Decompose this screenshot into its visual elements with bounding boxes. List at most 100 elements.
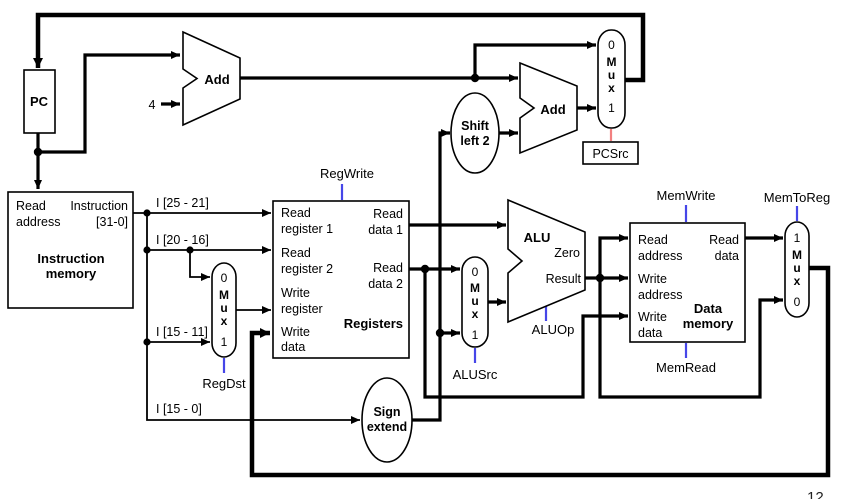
reg-read-data-2: Read: [373, 261, 403, 275]
junction-dot: [143, 338, 151, 346]
reg-read-data-1: data 1: [368, 223, 403, 237]
adder-pc-label: Add: [204, 72, 229, 87]
sign-extend: [361, 377, 413, 463]
wire-instr-bus-15-0: [146, 213, 360, 424]
wire-writeback: [249, 265, 831, 478]
imem-name: memory: [46, 266, 97, 281]
dmem-read-address: address: [638, 249, 682, 263]
sign-extend-label: extend: [367, 420, 407, 434]
junction-dot: [143, 209, 151, 217]
memread-label: MemRead: [656, 360, 716, 375]
imem-name: Instruction: [37, 251, 104, 266]
reg-read-register-2: register 2: [281, 262, 333, 276]
field-25-21-label: I [25 - 21]: [156, 196, 209, 210]
regdst-mux-x: x: [221, 314, 228, 328]
adder-branch-shape: [519, 61, 578, 155]
junction-dot: [470, 73, 480, 83]
memtoreg-label: MemToReg: [764, 190, 830, 205]
alusrc-label: ALUSrc: [453, 367, 498, 382]
field-15-11-label: I [15 - 11]: [156, 325, 208, 339]
dmem-write-address: Write: [638, 272, 667, 286]
regdst-mux-1: 1: [221, 335, 228, 349]
alu-shape: [507, 198, 586, 324]
wire-pcplus4-to-pcsrc-mux: [473, 41, 596, 78]
data-memory-box: [629, 222, 746, 343]
dmem-write-data: data: [638, 326, 662, 340]
reg-write-register: register: [281, 302, 323, 316]
reg-read-data-1: Read: [373, 207, 403, 221]
regwrite-label: RegWrite: [320, 166, 374, 181]
wire-alu-result-to-memtoreg-mux: [598, 278, 783, 399]
alusrc-mux-u: u: [471, 294, 478, 308]
wire-pc-feedback: [33, 12, 646, 83]
imem-read: Read: [16, 199, 46, 213]
wire-signextend-to-shift: [412, 129, 450, 422]
imem-instruction: Instruction: [70, 199, 128, 213]
reg-write-data: Write: [281, 325, 310, 339]
data-memory-name: memory: [683, 316, 734, 331]
pcsrc-mux-u: u: [608, 68, 615, 82]
alusrc-mux-m: M: [470, 281, 480, 295]
wire-instr-20-16-to-regdst-mux: [189, 250, 210, 281]
adder-branch-label: Add: [540, 102, 565, 117]
alusrc-mux-0: 0: [472, 265, 479, 279]
sign-extend-label: Sign: [373, 405, 400, 419]
memwrite-label: MemWrite: [657, 188, 716, 203]
reg-read-register-2: Read: [281, 246, 311, 260]
memtoreg-mux-0: 0: [794, 295, 801, 309]
alusrc-mux-1: 1: [472, 328, 479, 342]
wire-pc-to-add: [38, 51, 180, 154]
imem-bits: [31-0]: [96, 215, 128, 229]
reg-read-register-1: Read: [281, 206, 311, 220]
alu-result: Result: [546, 272, 582, 286]
alu-name: ALU: [524, 230, 551, 245]
pcsrc-mux-1: 1: [608, 101, 615, 115]
aluop-label: ALUOp: [532, 322, 575, 337]
reg-read-register-1: register 1: [281, 222, 333, 236]
pc-box: [23, 69, 56, 134]
field-20-16-label: I [20 - 16]: [156, 233, 209, 247]
wire-read-data-2-to-write-data: [423, 269, 628, 399]
shift-left-2-label: Shift: [461, 119, 490, 133]
alu-zero: Zero: [554, 246, 580, 260]
wire-alu-result-to-read-address: [598, 234, 628, 278]
junction-dot: [420, 264, 430, 274]
alusrc-mux: [461, 256, 489, 348]
pc-label: PC: [30, 94, 49, 109]
junction-dot: [595, 273, 605, 283]
memtoreg-mux: [784, 221, 810, 318]
adder-pc-shape: [182, 30, 241, 127]
memtoreg-mux-1: 1: [794, 231, 801, 245]
regdst-mux-m: M: [219, 288, 229, 302]
reg-write-register: Write: [281, 286, 310, 300]
junction-dot: [186, 246, 194, 254]
regdst-label: RegDst: [202, 376, 246, 391]
data-memory-name: Data: [694, 301, 723, 316]
registers-box: [272, 200, 410, 359]
field-15-0-label: I [15 - 0]: [156, 402, 202, 416]
dmem-write-address: address: [638, 288, 682, 302]
regdst-mux-0: 0: [221, 271, 228, 285]
registers-name: Registers: [344, 316, 403, 331]
pcsrc-mux-0: 0: [608, 38, 615, 52]
pcsrc-mux-x: x: [608, 81, 615, 95]
pcsrc-box: [582, 141, 639, 165]
shift-left-2: [450, 92, 500, 174]
instruction-memory-box: [7, 191, 134, 309]
junction-dot: [33, 147, 43, 157]
memtoreg-mux-x: x: [794, 274, 801, 288]
pcsrc-mux: [597, 29, 626, 129]
regdst-mux: [211, 262, 237, 358]
memtoreg-mux-m: M: [792, 248, 802, 262]
pcsrc-label: PCSrc: [592, 147, 628, 161]
dmem-read-data: Read: [709, 233, 739, 247]
imem-address: address: [16, 215, 60, 229]
reg-write-data: data: [281, 340, 305, 354]
page-number: 12: [807, 489, 824, 499]
dmem-write-data: Write: [638, 310, 667, 324]
junction-dot: [143, 246, 151, 254]
const-four-label: 4: [149, 98, 156, 112]
dmem-read-address: Read: [638, 233, 668, 247]
